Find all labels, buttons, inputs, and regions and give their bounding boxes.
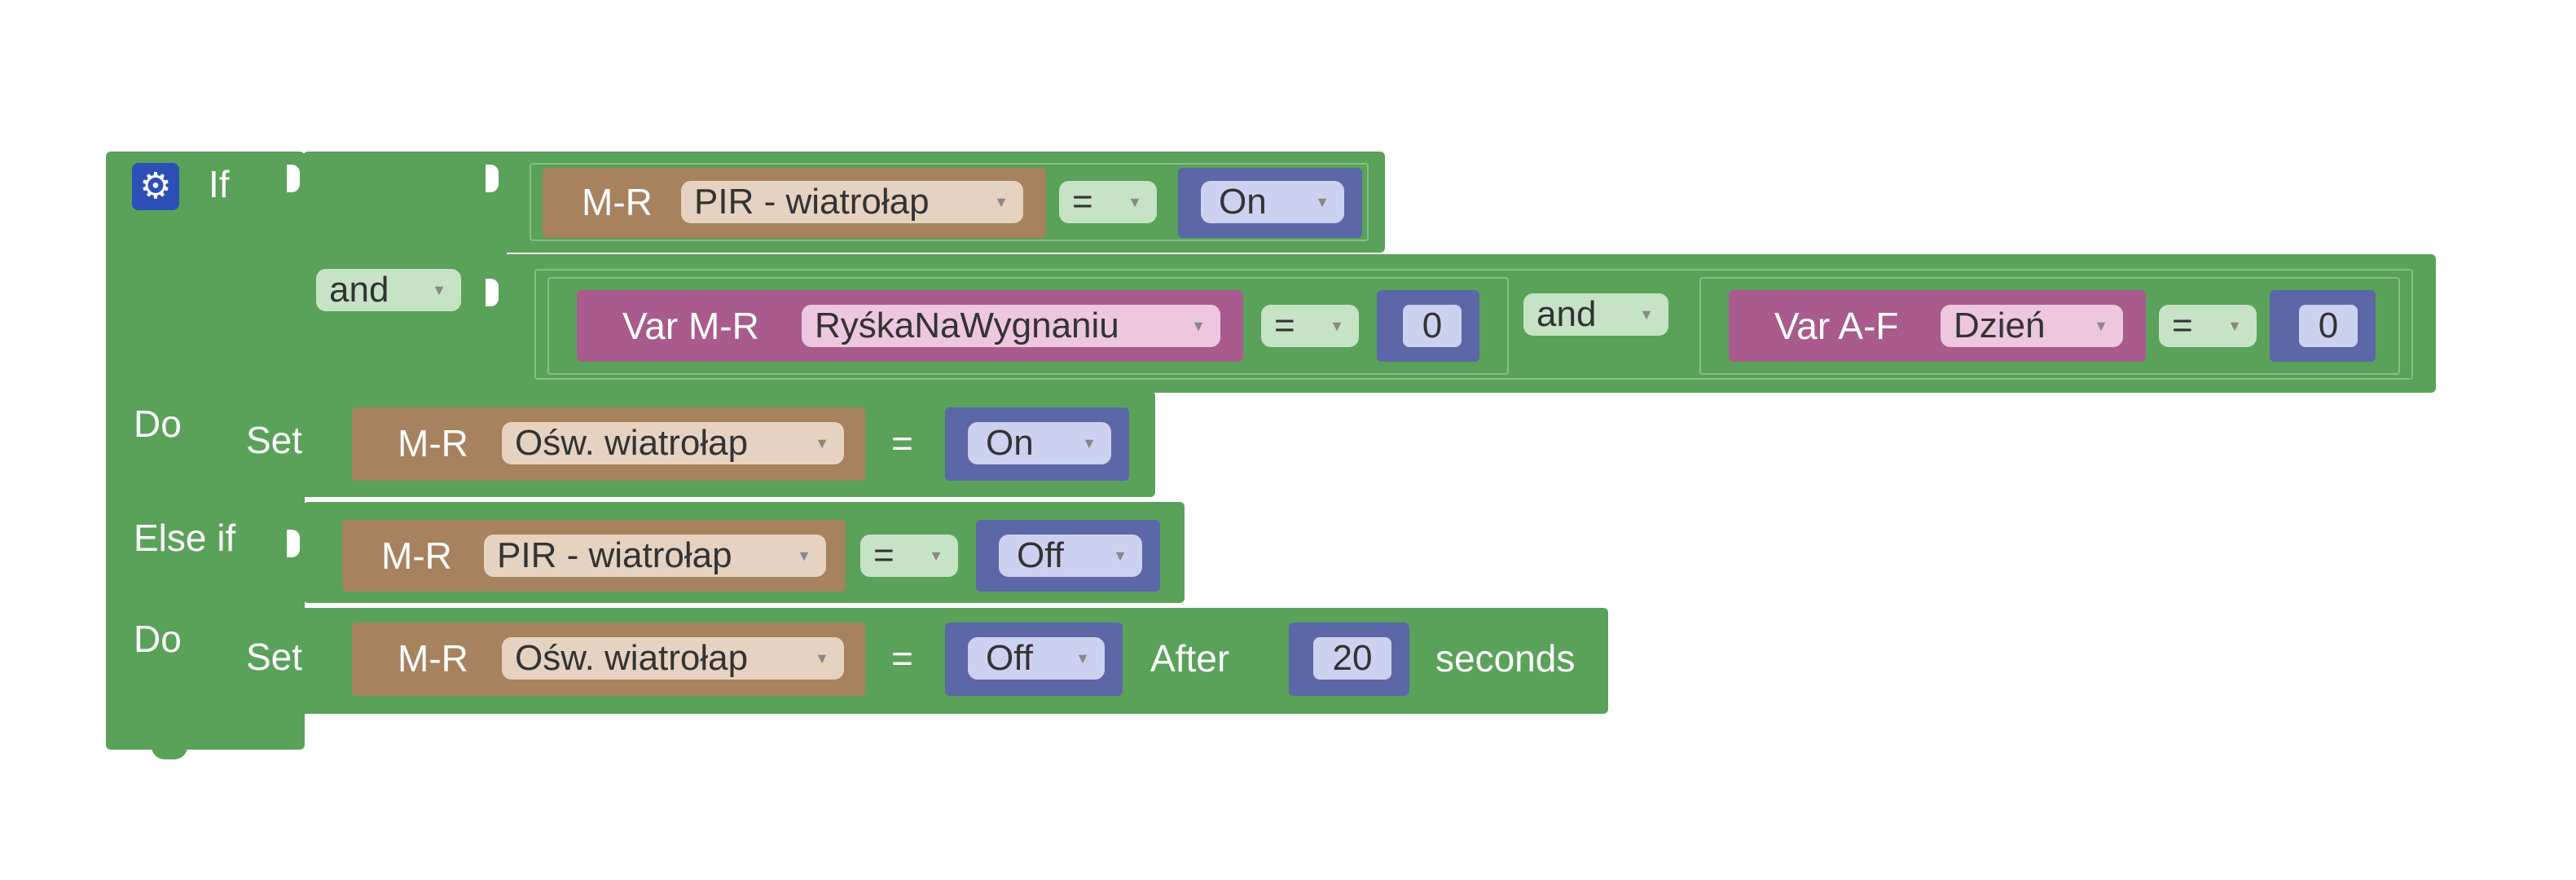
set-label: Set	[246, 419, 303, 461]
seconds-label: seconds	[1435, 637, 1576, 680]
device-source: M-R	[582, 181, 653, 223]
else-if-label: Else if	[134, 517, 236, 559]
block-bottom-notch	[152, 743, 187, 759]
device-dropdown[interactable]: Ośw. wiatrołap▼	[502, 422, 844, 464]
dropdown-arrow-icon: ▼	[2094, 318, 2108, 334]
equals-label: =	[891, 422, 913, 464]
comparison-operator-dropdown[interactable]: =▼	[1059, 181, 1157, 223]
do-label: Do	[134, 618, 182, 660]
device-source: M-R	[398, 637, 468, 680]
connector-tab	[287, 530, 300, 557]
condition-2-frame	[534, 269, 2413, 380]
and-operator-dropdown[interactable]: and▼	[1523, 293, 1668, 336]
connector-tab	[486, 165, 499, 192]
and-operator-dropdown[interactable]: and▼	[316, 269, 461, 311]
variable-source: Var A-F	[1774, 305, 1899, 347]
state-dropdown[interactable]: On▼	[968, 422, 1111, 464]
dropdown-arrow-icon: ▼	[1113, 548, 1128, 564]
variable-dropdown[interactable]: RyśkaNaWygnaniu▼	[802, 305, 1220, 347]
variable-source: Var M-R	[622, 305, 759, 347]
variable-compare-2-frame	[1699, 277, 2400, 375]
dropdown-arrow-icon: ▼	[1082, 435, 1097, 451]
dropdown-arrow-icon: ▼	[432, 282, 446, 298]
dropdown-arrow-icon: ▼	[1075, 650, 1090, 667]
dropdown-arrow-icon: ▼	[815, 650, 829, 667]
dropdown-arrow-icon: ▼	[797, 548, 811, 564]
comparison-operator-dropdown[interactable]: =▼	[2159, 305, 2257, 347]
after-label: After	[1150, 637, 1230, 680]
if-label: If	[209, 163, 230, 205]
number-input[interactable]: 0	[2299, 305, 2358, 347]
device-dropdown[interactable]: Ośw. wiatrołap▼	[502, 637, 844, 680]
equals-label: =	[891, 637, 913, 680]
dropdown-arrow-icon: ▼	[1191, 318, 1206, 334]
connector-tab	[287, 165, 300, 192]
device-source: M-R	[381, 535, 452, 577]
device-dropdown[interactable]: PIR - wiatrołap▼	[484, 535, 826, 577]
gear-icon[interactable]: ⚙	[132, 163, 179, 210]
state-dropdown[interactable]: Off▼	[999, 535, 1142, 577]
dropdown-arrow-icon: ▼	[815, 435, 829, 451]
comparison-operator-dropdown[interactable]: =▼	[860, 535, 958, 577]
state-dropdown[interactable]: On▼	[1201, 181, 1344, 223]
connector-tab	[486, 279, 499, 306]
comparison-operator-dropdown[interactable]: =▼	[1261, 305, 1359, 347]
dropdown-arrow-icon: ▼	[994, 194, 1009, 210]
variable-compare-1-frame	[547, 277, 1509, 375]
condition-1-frame	[530, 163, 1369, 241]
dropdown-arrow-icon: ▼	[2227, 318, 2242, 334]
device-dropdown[interactable]: PIR - wiatrołap▼	[681, 181, 1023, 223]
dropdown-arrow-icon: ▼	[1128, 194, 1142, 210]
seconds-input[interactable]: 20	[1313, 637, 1391, 680]
dropdown-arrow-icon: ▼	[929, 548, 943, 564]
state-dropdown[interactable]: Off▼	[968, 637, 1105, 680]
dropdown-arrow-icon: ▼	[1330, 318, 1344, 334]
device-source: M-R	[398, 422, 468, 464]
set-label: Set	[246, 636, 303, 678]
variable-dropdown[interactable]: Dzień▼	[1941, 305, 2123, 347]
do-label: Do	[134, 403, 182, 445]
dropdown-arrow-icon: ▼	[1315, 194, 1330, 210]
number-input[interactable]: 0	[1403, 305, 1462, 347]
dropdown-arrow-icon: ▼	[1639, 306, 1654, 323]
